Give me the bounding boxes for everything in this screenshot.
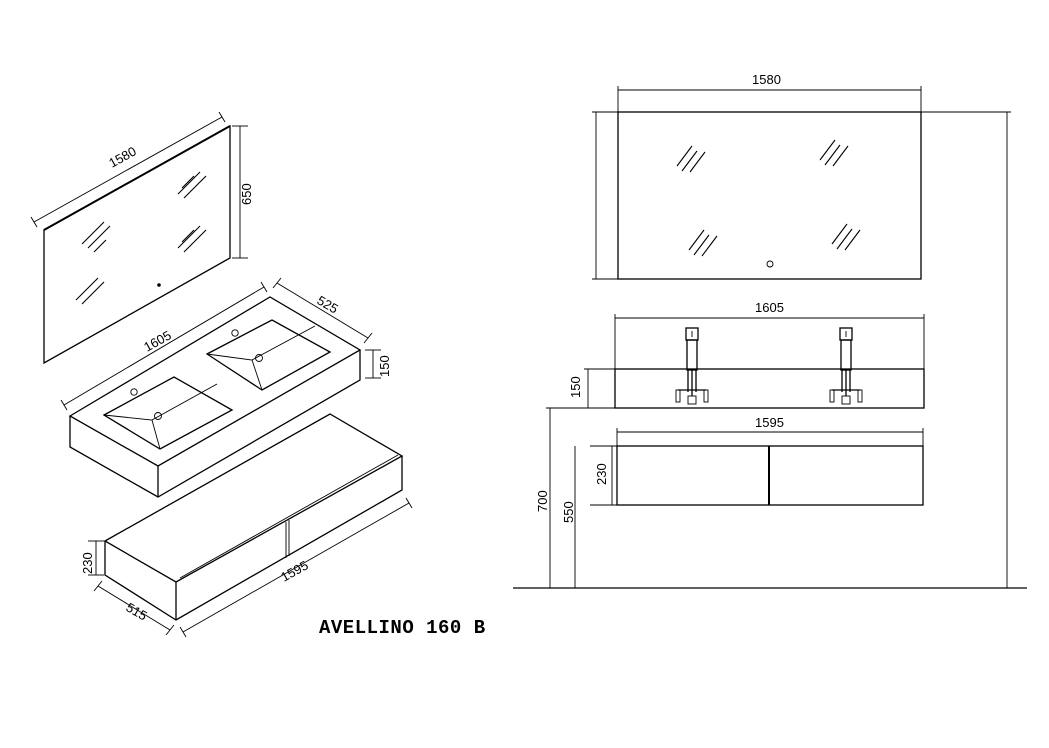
front-cabinet-width-label: 1595 bbox=[755, 415, 784, 430]
iso-mirror-height-label: 650 bbox=[239, 183, 254, 205]
iso-cabinet: 230 515 1595 bbox=[80, 413, 413, 638]
front-cabinet: 1595 230 bbox=[590, 415, 924, 506]
front-cabinet-height-label: 230 bbox=[594, 463, 609, 485]
front-mirror-sensor bbox=[766, 260, 774, 268]
mirror-sensor-dot bbox=[157, 283, 161, 287]
left-faucet-icon bbox=[675, 327, 709, 405]
iso-basin-depth-label: 525 bbox=[315, 293, 341, 317]
total-height-label: 700 bbox=[535, 490, 550, 512]
product-title: AVELLINO 160 B bbox=[319, 617, 486, 639]
mounting-dimensions: 550 700 bbox=[535, 111, 1011, 588]
iso-cabinet-height-label: 230 bbox=[80, 552, 95, 574]
cabinet-mount-height-label: 550 bbox=[561, 501, 576, 523]
front-elevation: 1580 1605 150 bbox=[513, 72, 1027, 589]
front-mirror-width-label: 1580 bbox=[752, 72, 781, 87]
front-mirror: 1580 bbox=[592, 72, 922, 280]
iso-basin-width-label: 1605 bbox=[141, 327, 174, 354]
isometric-view: 1580 650 16 bbox=[30, 111, 486, 639]
iso-mirror: 1580 650 bbox=[30, 111, 254, 365]
right-faucet-icon bbox=[829, 327, 863, 405]
iso-basin-height-label: 150 bbox=[377, 355, 392, 377]
front-basin-width-label: 1605 bbox=[755, 300, 784, 315]
front-basin-height-label: 150 bbox=[568, 376, 583, 398]
iso-cabinet-depth-label: 515 bbox=[124, 600, 150, 624]
front-basin: 1605 150 bbox=[568, 300, 925, 409]
iso-basin: 1605 525 150 bbox=[60, 277, 392, 498]
